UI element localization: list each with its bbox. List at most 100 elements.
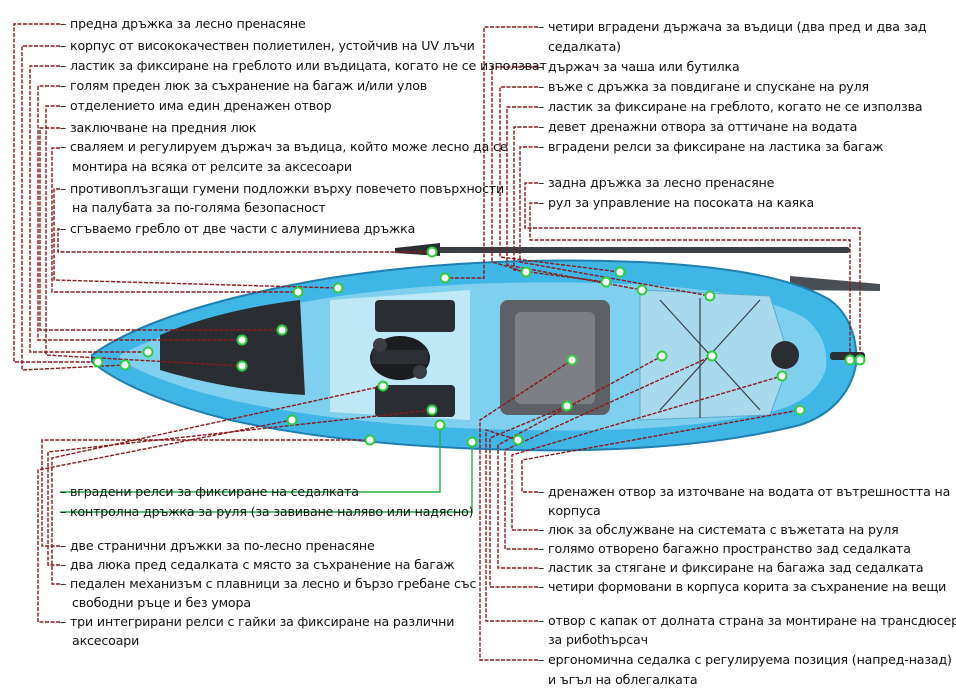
label-nonslip-2: на палубата за по-голяма безопасност <box>72 200 326 215</box>
leader-line <box>53 188 339 289</box>
leader-line <box>39 127 282 331</box>
label-bungee-paddle: –ластик за фиксиране на греблото или въд… <box>60 58 547 73</box>
leader-line <box>45 105 243 367</box>
leader-line <box>41 439 370 547</box>
leader-line <box>489 405 568 588</box>
leader-line <box>499 86 621 273</box>
callout-marker <box>286 414 298 426</box>
label-hatch-lock: –заключване на предния люк <box>60 120 257 135</box>
callout-marker <box>600 276 612 288</box>
leader-line <box>511 375 783 531</box>
callout-marker <box>466 436 478 448</box>
callout-marker <box>276 324 288 336</box>
label-accessory-rails-2: аксесоари <box>72 633 140 648</box>
callout-marker <box>844 354 856 366</box>
leader-line <box>504 355 713 550</box>
label-rudder-control: –контролна дръжка за руля (за завиване н… <box>60 504 474 519</box>
label-two-hatches: –два люка пред седалката с място за съхр… <box>60 557 455 572</box>
label-transducer-2: за рибothърсач <box>548 632 648 647</box>
callout-marker <box>142 346 154 358</box>
label-rod-holders-four: –четири вградени държача за въдици (два … <box>538 19 927 34</box>
leader-line <box>445 26 538 279</box>
callout-marker <box>426 246 438 258</box>
front-deck-pad <box>160 300 305 395</box>
leader-line <box>506 106 643 291</box>
seat <box>500 300 610 415</box>
label-seat-2: и ъгъл на облегалката <box>548 672 698 687</box>
leader-line <box>51 385 384 585</box>
leader-line <box>13 23 98 363</box>
callout-marker <box>561 400 573 412</box>
label-paddle: –сгъваемо гребло от две части с алуминие… <box>60 221 416 236</box>
label-transducer: –отвор с капак от долната страна за монт… <box>538 613 956 628</box>
label-seat-rails: –вградени релси за фиксиране на седалкат… <box>60 484 359 499</box>
callout-marker <box>704 290 716 302</box>
leader-line <box>29 65 148 353</box>
pedal-drive <box>370 336 430 380</box>
leader-line <box>60 425 441 493</box>
callout-marker <box>614 266 626 278</box>
label-rear-storage: –голямо отворено багажно пространство за… <box>538 541 911 556</box>
label-rod-holder-2: монтира на всяка от релсите за аксесоари <box>72 159 352 174</box>
label-pedal: –педален механизъм с плавници за лесно и… <box>60 576 477 591</box>
leader-line <box>491 66 538 273</box>
label-front-hatch: –голям преден люк за съхранение на багаж… <box>60 78 428 93</box>
leader-line <box>60 442 473 513</box>
leader-line <box>521 409 801 493</box>
callout-marker <box>236 334 248 346</box>
leader-line <box>485 429 538 622</box>
label-seat: –ергономична седалка с регулируема позиц… <box>538 652 952 667</box>
paddle <box>395 243 880 291</box>
leader-line <box>51 147 298 293</box>
label-rudder-hatch: –люк за обслужване на системата с въжета… <box>538 522 899 537</box>
label-pedal-2: свободни ръце и без умора <box>72 595 251 610</box>
label-rudder-rope: –въже с дръжка за повдигане и спускане н… <box>538 79 869 94</box>
callout-marker <box>119 359 131 371</box>
leader-line <box>57 228 432 253</box>
callout-marker <box>364 434 376 446</box>
label-side-handles: –две странични дръжки за по-лесно пренас… <box>60 538 375 553</box>
callout-marker <box>292 286 304 298</box>
label-molded-troughs: –четири формовани в корпуса корита за съ… <box>538 579 947 594</box>
callout-marker <box>854 354 866 366</box>
leader-line <box>21 45 126 371</box>
label-accessory-rails: –три интегрирани релси с гайки за фиксир… <box>60 614 455 629</box>
label-nine-drains: –девет дренажни отвора за оттичане на во… <box>538 119 858 134</box>
label-drain: –отделението има един дренажен отвор <box>60 98 332 113</box>
label-rod-holder: –сваляем и регулируем държач за въдица, … <box>60 139 508 154</box>
leader-line <box>513 126 607 283</box>
callout-marker <box>512 434 524 446</box>
callout-marker <box>794 404 806 416</box>
callout-marker <box>636 284 648 296</box>
leader-line <box>497 355 663 569</box>
callout-marker <box>426 404 438 416</box>
callout-marker <box>566 354 578 366</box>
callout-marker <box>377 380 389 392</box>
callout-marker <box>236 360 248 372</box>
label-bungee-rails: –вградени релси за фиксиране на ластика … <box>538 139 884 154</box>
leader-line <box>519 146 711 297</box>
callout-marker <box>656 350 668 362</box>
label-hull-drain-2: корпуса <box>548 503 601 518</box>
leader-line <box>479 359 573 661</box>
label-cup-holder: –държач за чаша или бутилка <box>538 59 740 74</box>
label-nonslip: –противоплъзгащи гумени подложки върху п… <box>60 181 505 196</box>
leader-line <box>37 419 293 623</box>
callout-marker <box>776 370 788 382</box>
callout-marker <box>439 272 451 284</box>
callout-marker <box>434 419 446 431</box>
label-rear-handle: –задна дръжка за лесно пренасяне <box>538 175 775 190</box>
leader-line <box>47 409 433 566</box>
callout-marker <box>706 350 718 362</box>
label-rod-holders-four-2: седалката) <box>548 39 621 54</box>
callout-marker <box>520 266 532 278</box>
label-rudder: –рул за управление на посоката на каяка <box>538 195 815 210</box>
label-paddle-bungee: –ластик за фиксиране на греблото, когато… <box>538 99 923 114</box>
leader-line <box>37 85 242 341</box>
label-hull-drain: –дренажен отвор за източване на водата о… <box>538 484 951 499</box>
label-hull: –корпус от висококачествен полиетилен, у… <box>60 38 475 53</box>
callout-marker <box>92 356 104 368</box>
label-front-handle: –предна дръжка за лесно пренасяне <box>60 16 306 31</box>
